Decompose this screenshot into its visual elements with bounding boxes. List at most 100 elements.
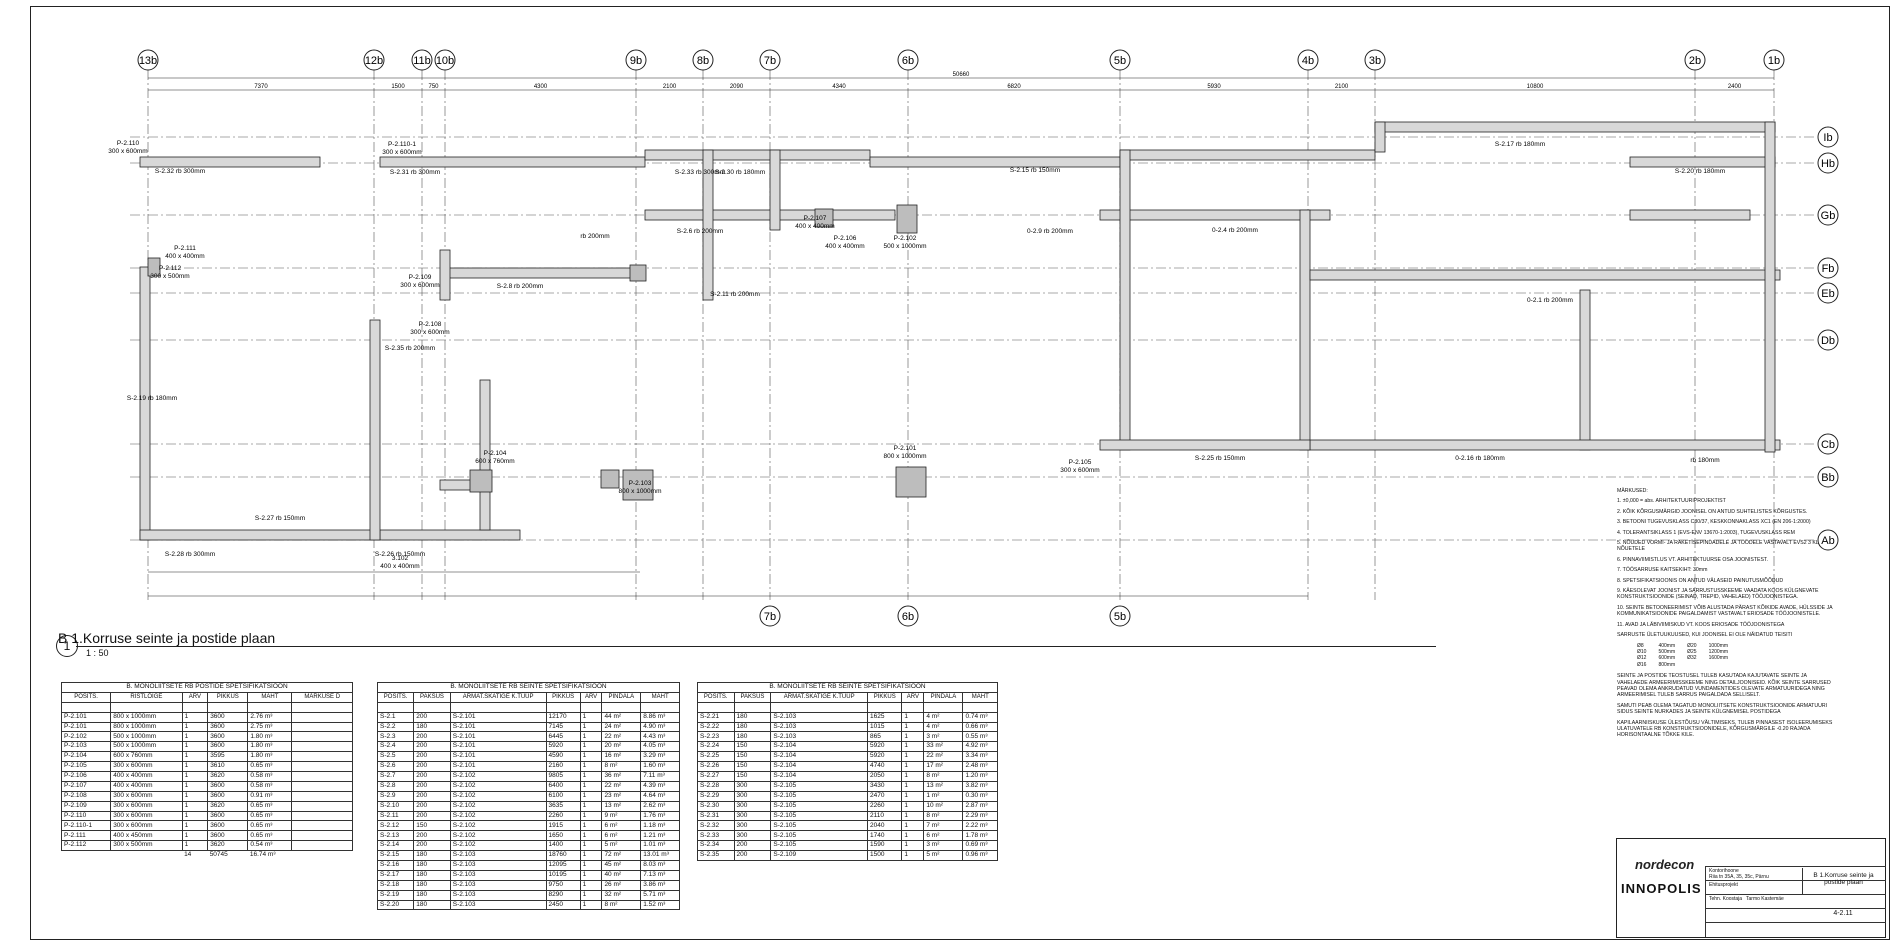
table-cell: 3600 (207, 780, 249, 792)
post-id-label: P-2.107 (804, 215, 827, 222)
table-cell: 0.65 m³ (247, 810, 293, 822)
table-cell: 180 (413, 860, 451, 871)
table-cell: 3.82 m³ (962, 780, 998, 792)
spacer-cell (733, 701, 772, 713)
table-cell: 4 m² (923, 711, 964, 723)
post-id-label: P-2.111 (174, 245, 196, 252)
notes-heading: MÄRKUSED: (1617, 488, 1648, 494)
table-cell: 150 (413, 820, 451, 832)
spacer-cell (110, 701, 183, 713)
table-cell: S-2.105 (770, 830, 868, 842)
table-cell: 0.58 m³ (247, 780, 293, 792)
post-size-label: 400 x 400mm (825, 243, 864, 250)
table-cell: S-2.104 (770, 751, 868, 763)
table-cell: S-2.104 (770, 741, 868, 753)
wall (769, 149, 781, 231)
table-cell: 300 (733, 780, 772, 792)
table-header-cell: MAHT (962, 691, 998, 703)
table-cell: S-2.1 (376, 711, 415, 723)
wall (139, 529, 381, 541)
table-cell: 180 (733, 731, 772, 743)
table-cell: 3 m² (923, 840, 964, 852)
table-cell: 4.90 m³ (640, 721, 680, 733)
wall-label: S-2.8 rb 200mm (497, 283, 544, 290)
table-cell: 2.87 m³ (962, 800, 998, 812)
table-cell: S-2.34 (697, 840, 735, 852)
plan-scale: 1 : 50 (86, 648, 109, 658)
table-cell: 1 (579, 771, 603, 782)
table-cell: 3620 (207, 771, 249, 782)
post-size-label: 300 x 600mm (410, 329, 449, 336)
wall-label: S-2.26 rb 150mm (375, 551, 425, 558)
table-cell: 600 x 760mm (110, 751, 183, 763)
table-cell: 6100 (545, 790, 581, 802)
grid-bubble (137, 49, 159, 71)
table-cell: 0.54 m³ (247, 840, 293, 852)
table-cell: S-2.5 (376, 751, 415, 763)
grid-bubble (1109, 49, 1131, 71)
table-cell: 3610 (207, 761, 249, 773)
post (895, 466, 927, 498)
table-cell: 7.11 m³ (640, 771, 680, 782)
table-cell: S-2.6 (376, 761, 415, 773)
table-cell (291, 780, 353, 792)
note-item: KAPILAARNIISKUSE ÜLESTÕUSU VÄLTIMISEKS, … (1617, 719, 1833, 739)
table-cell: 300 (733, 820, 772, 832)
table-cell: 4.39 m³ (640, 780, 680, 792)
table-cell: 8290 (545, 889, 581, 901)
table-cell: S-2.32 (697, 820, 735, 832)
post-id-label: P-2.104 (484, 450, 507, 457)
table-cell: S-2.103 (449, 879, 547, 891)
grid-bubble-label: 1b (1768, 55, 1780, 67)
spacer-cell (901, 701, 925, 713)
rebar-cell: Ø32 (1687, 655, 1697, 662)
table-cell: 300 (733, 810, 772, 822)
table-cell: S-2.101 (449, 741, 547, 753)
table-cell: 1 (579, 751, 603, 763)
table-cell: S-2.9 (376, 790, 415, 802)
table-cell: S-2.24 (697, 741, 735, 753)
table-cell: 13.01 m³ (640, 850, 680, 862)
table-cell: 800 x 1000mm (110, 721, 183, 733)
table-cell: 800 x 1000mm (110, 711, 183, 723)
table-cell: 2.29 m³ (962, 810, 998, 822)
table-cell: 1.18 m³ (640, 820, 680, 832)
table-cell: 1 (579, 850, 603, 862)
table-cell: S-2.102 (449, 790, 547, 802)
wall-label: S-2.19 rb 180mm (127, 395, 177, 402)
rebar-cell: Ø10 (1637, 648, 1647, 655)
table-cell: S-2.18 (376, 879, 415, 891)
table-cell: 4.43 m³ (640, 731, 680, 743)
table-cell: 0.65 m³ (247, 820, 293, 832)
table-cell: 865 (866, 731, 903, 743)
grid-bubble-label: Ab (1821, 535, 1834, 547)
spacer-cell (207, 701, 249, 713)
dimension-text: 2090 (730, 84, 744, 90)
table-cell: P-2.101 (60, 711, 112, 723)
post (600, 469, 620, 489)
table-cell: 1 m² (923, 790, 964, 802)
table-cell (291, 771, 353, 782)
rebar-cell: 1000mm (1708, 642, 1729, 649)
table-cell: 5920 (545, 741, 581, 753)
spacer-cell (866, 701, 903, 713)
table-cell: 7.13 m³ (640, 869, 680, 881)
spacer-cell (291, 701, 353, 713)
sheet-frame (30, 6, 1890, 940)
table-cell: 9805 (545, 771, 581, 782)
table-cell: P-2.102 (60, 731, 112, 743)
grid-bubble (759, 49, 781, 71)
grid-bubble-label: 12b (365, 55, 383, 67)
grid-bubble (897, 605, 919, 627)
table-cell: 2160 (545, 761, 581, 773)
table-cell: 200 (413, 800, 451, 812)
table-cell: 1 (579, 889, 603, 901)
grid-bubble-label: 5b (1114, 55, 1126, 67)
